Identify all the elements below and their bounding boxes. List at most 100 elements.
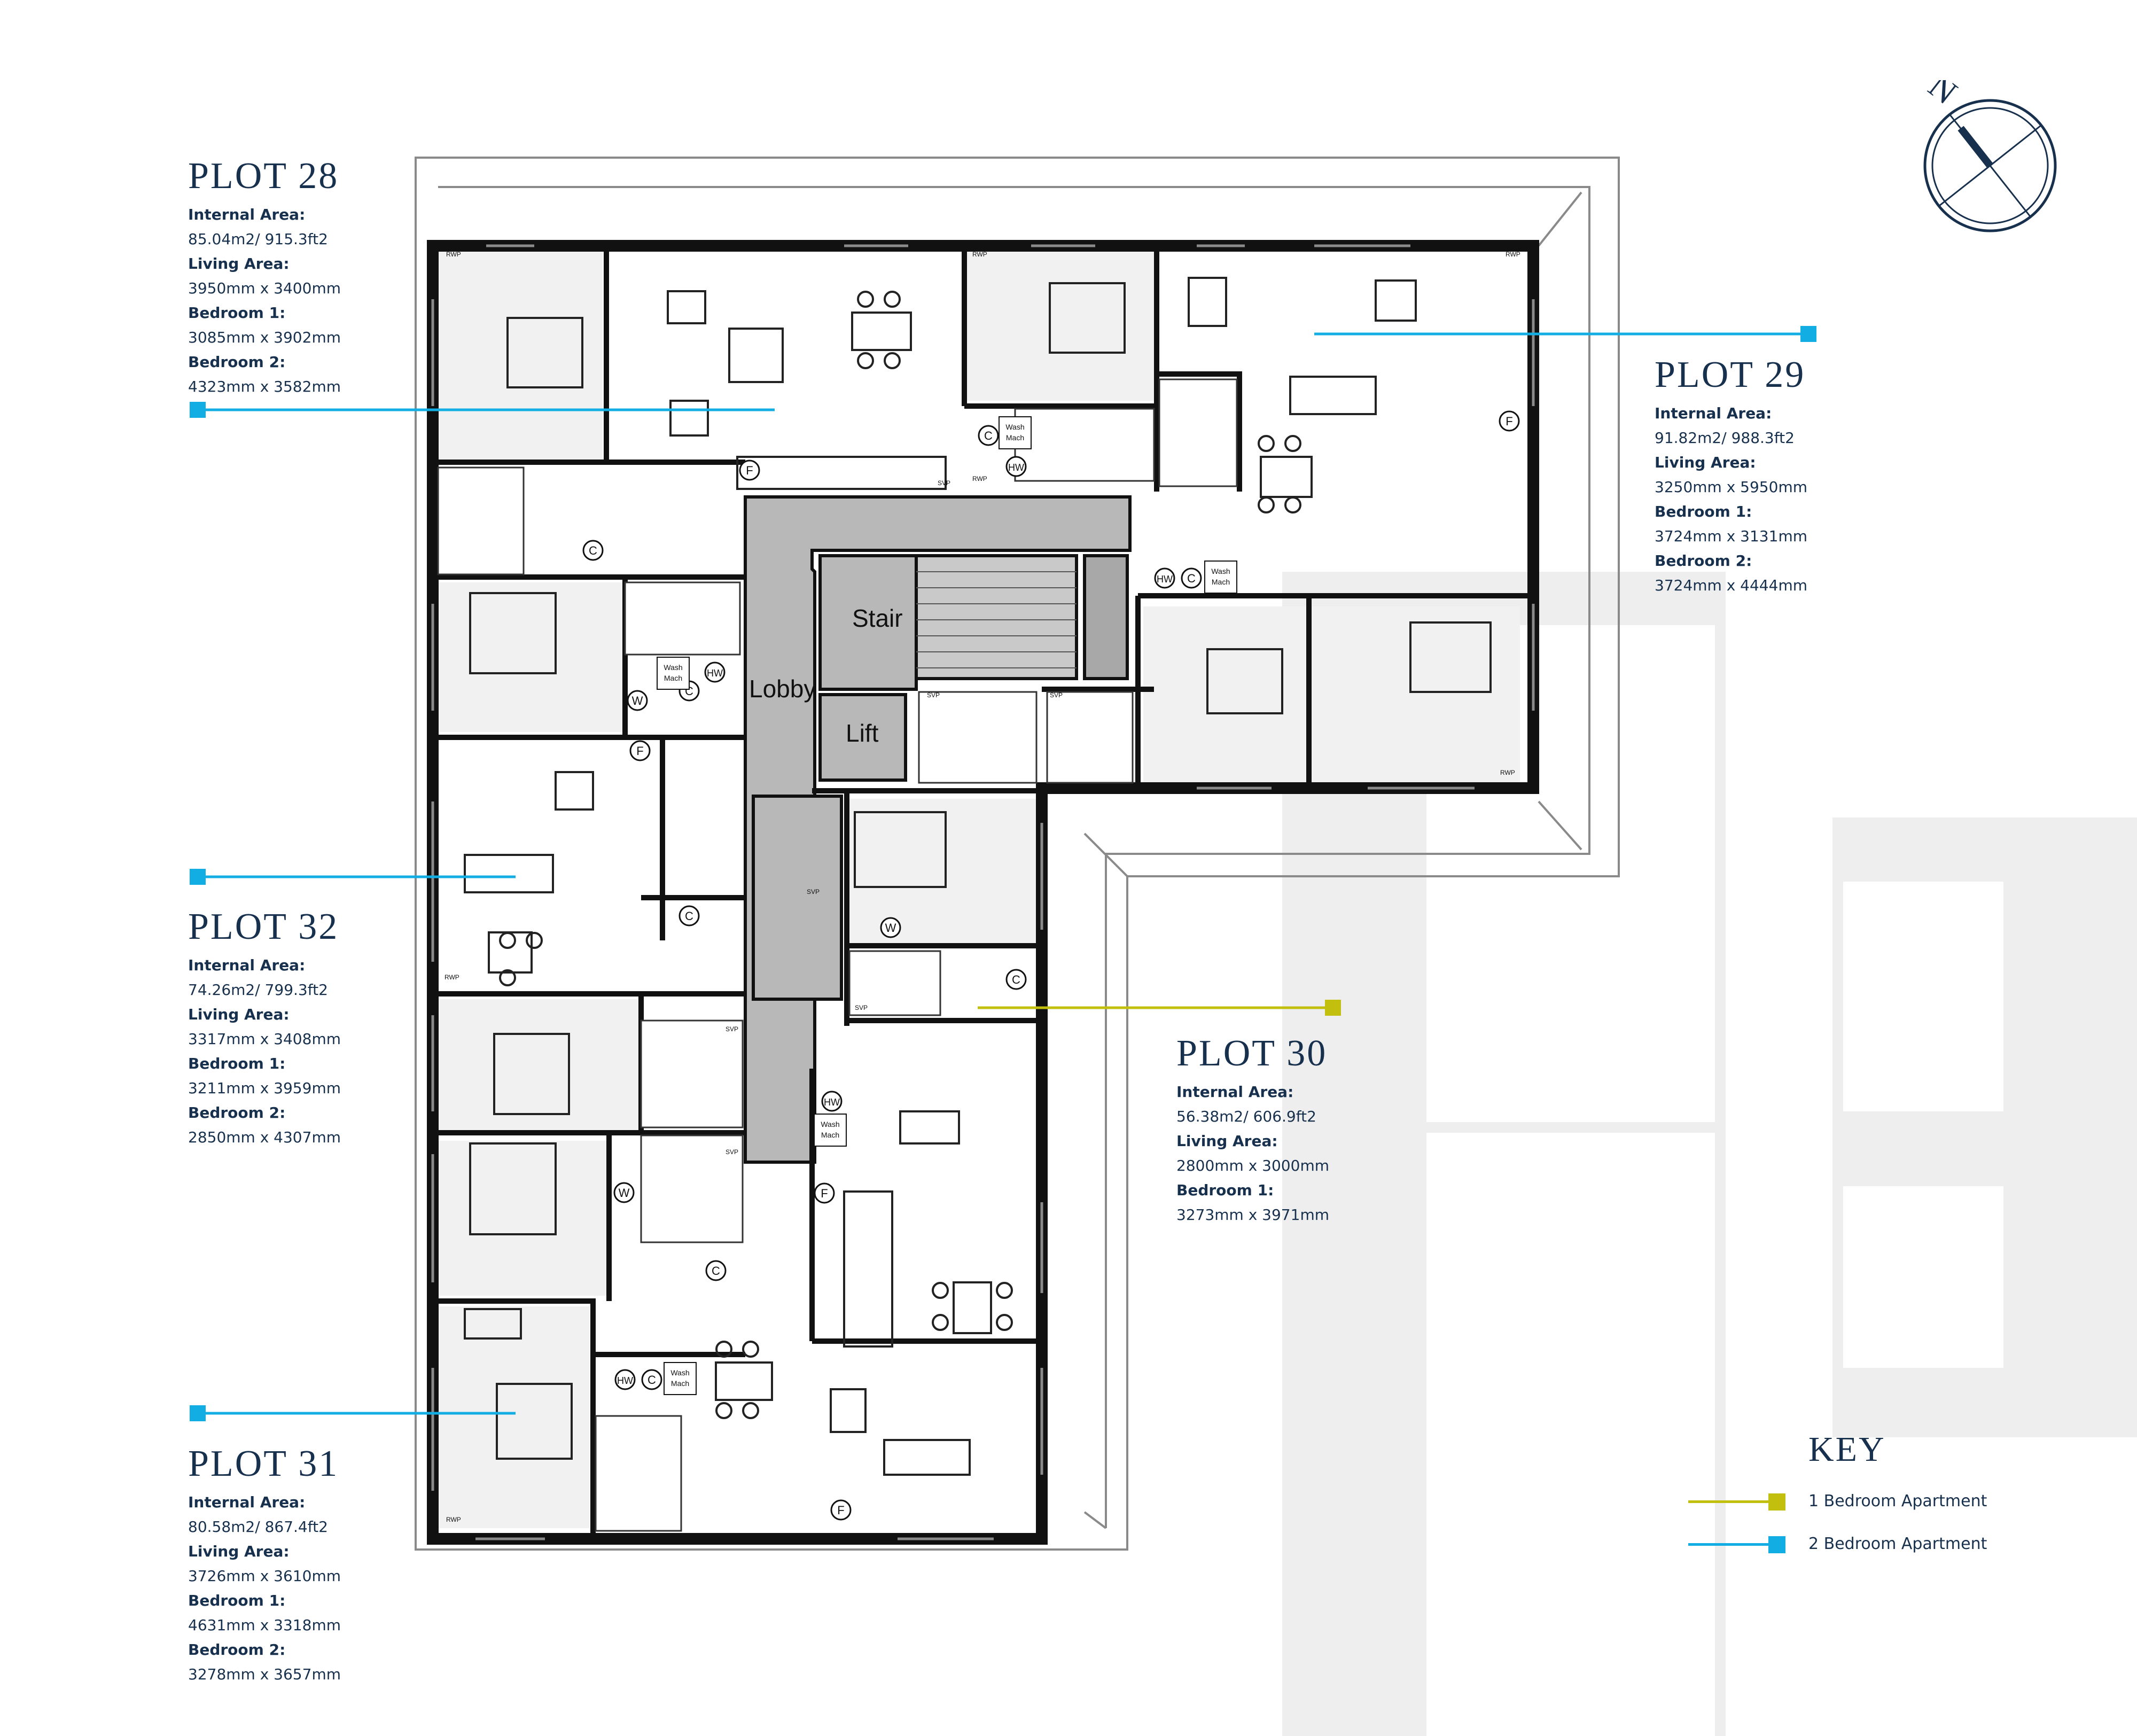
living-area-value: 3317mm x 3408mm [188,1030,341,1048]
hot-water-marker-icon: HW [704,661,726,683]
legend: KEY 1 Bedroom Apartment 2 Bedroom Apartm… [1688,1432,2116,1553]
svg-text:C: C [1187,572,1196,585]
bedroom-1-value: 3724mm x 3131mm [1655,527,1807,545]
plot-28-label: PLOT 28 Internal Area: 85.04m2/ 915.3ft2… [188,158,594,399]
rwp-tag: RWP [446,1516,461,1523]
svg-text:Mach: Mach [664,674,682,682]
rwp-tag: RWP [972,251,987,258]
cupboard-marker-icon: C [1005,969,1027,990]
stair-label: Stair [852,604,903,632]
svg-text:Wash: Wash [821,1120,839,1128]
bedroom-1-value: 3085mm x 3902mm [188,329,341,346]
svp-tag: SVP [1050,691,1063,699]
svg-text:C: C [1012,973,1020,986]
internal-walls [433,251,1533,1533]
svp-tag: SVP [726,1148,738,1156]
bedroom-2-value: 3278mm x 3657mm [188,1665,341,1683]
bedroom-1-label: Bedroom 1: [1176,1181,1274,1199]
legend-label: 1 Bedroom Apartment [1808,1492,1987,1511]
svg-text:Mach: Mach [1212,578,1230,586]
plot-title: PLOT 28 [188,155,339,197]
rwp-tag: RWP [446,251,461,258]
svg-text:Mach: Mach [671,1379,689,1388]
internal-area-value: 80.58m2/ 867.4ft2 [188,1518,328,1536]
internal-area-label: Internal Area: [1176,1083,1294,1101]
svg-text:Mach: Mach [1006,433,1024,442]
svg-text:Wash: Wash [1005,423,1024,431]
rwp-tag: RWP [1500,769,1515,776]
svg-text:F: F [837,1504,844,1517]
hot-water-marker-icon: HW [1154,567,1175,589]
hot-water-marker-icon: HW [1005,456,1027,477]
cupboard-marker-icon: C [582,540,604,561]
svp-tag: SVP [807,888,820,896]
bedroom-1-label: Bedroom 1: [188,304,286,322]
svg-text:W: W [885,921,896,935]
bedroom-1-value: 3273mm x 3971mm [1176,1206,1329,1224]
bedroom-2-label: Bedroom 2: [188,1641,286,1659]
svp-tag: SVP [927,691,940,699]
svg-text:F: F [746,464,753,477]
bedroom-1-label: Bedroom 1: [188,1592,286,1609]
living-area-label: Living Area: [1655,454,1756,471]
svg-text:W: W [619,1186,630,1200]
plot-title: PLOT 32 [188,906,339,947]
bedroom-2-label: Bedroom 2: [188,1104,286,1122]
bedroom-1-value: 4631mm x 3318mm [188,1616,341,1634]
cupboard-marker-icon: C [978,425,999,446]
living-area-value: 3250mm x 5950mm [1655,478,1807,496]
north-compass-icon: N [1922,80,2057,232]
living-area-label: Living Area: [188,255,290,273]
bedroom-1-label: Bedroom 1: [1655,503,1752,520]
fire-marker-icon: F [1499,410,1520,432]
leader-lines [190,326,1816,1421]
legend-swatch-square [1768,1536,1785,1553]
washer-marker-icon: W [880,917,901,938]
svg-text:HW: HW [617,1375,633,1386]
svg-text:HW: HW [707,668,723,679]
plot-title: PLOT 29 [1655,354,1806,395]
north-label: N [1922,80,1964,112]
plot-30-label: PLOT 30 Internal Area: 56.38m2/ 606.9ft2… [1176,1035,1582,1227]
furniture [464,277,1492,1476]
lobby-label: Lobby [749,675,816,703]
svg-text:HW: HW [1157,574,1173,585]
svg-text:Wash: Wash [1211,567,1230,575]
svg-text:Wash: Wash [670,1368,689,1377]
core [744,495,1132,1164]
internal-area-value: 85.04m2/ 915.3ft2 [188,230,328,248]
svp-tag: SVP [938,479,950,487]
washer-marker-icon: W [627,690,648,711]
bedroom-2-label: Bedroom 2: [1655,552,1752,570]
rwp-tag: RWP [444,974,459,981]
windows [431,244,1535,1540]
svg-text:C: C [685,909,693,923]
svg-text:Wash: Wash [664,663,682,672]
fire-marker-icon: F [739,460,760,481]
svg-text:F: F [821,1187,828,1200]
internal-area-label: Internal Area: [188,1493,306,1511]
internal-area-value: 74.26m2/ 799.3ft2 [188,981,328,999]
svg-text:HW: HW [1008,462,1024,473]
plot-32-label: PLOT 32 Internal Area: 74.26m2/ 799.3ft2… [188,908,594,1150]
internal-area-value: 56.38m2/ 606.9ft2 [1176,1108,1316,1125]
legend-swatch-line [1688,1543,1774,1546]
bedroom-2-label: Bedroom 2: [188,353,286,371]
svg-text:W: W [632,694,643,707]
fire-marker-icon: F [814,1182,835,1204]
lift-label: Lift [846,719,879,747]
plot-29-label: PLOT 29 Internal Area: 91.82m2/ 988.3ft2… [1655,356,2061,598]
legend-label: 2 Bedroom Apartment [1808,1535,1987,1553]
internal-area-label: Internal Area: [1655,404,1772,422]
bedroom-1-value: 3211mm x 3959mm [188,1079,341,1097]
svg-text:C: C [712,1264,720,1278]
living-area-label: Living Area: [188,1006,290,1023]
legend-swatch-line [1688,1500,1774,1503]
living-area-value: 3950mm x 3400mm [188,279,341,297]
internal-area-label: Internal Area: [188,206,306,223]
